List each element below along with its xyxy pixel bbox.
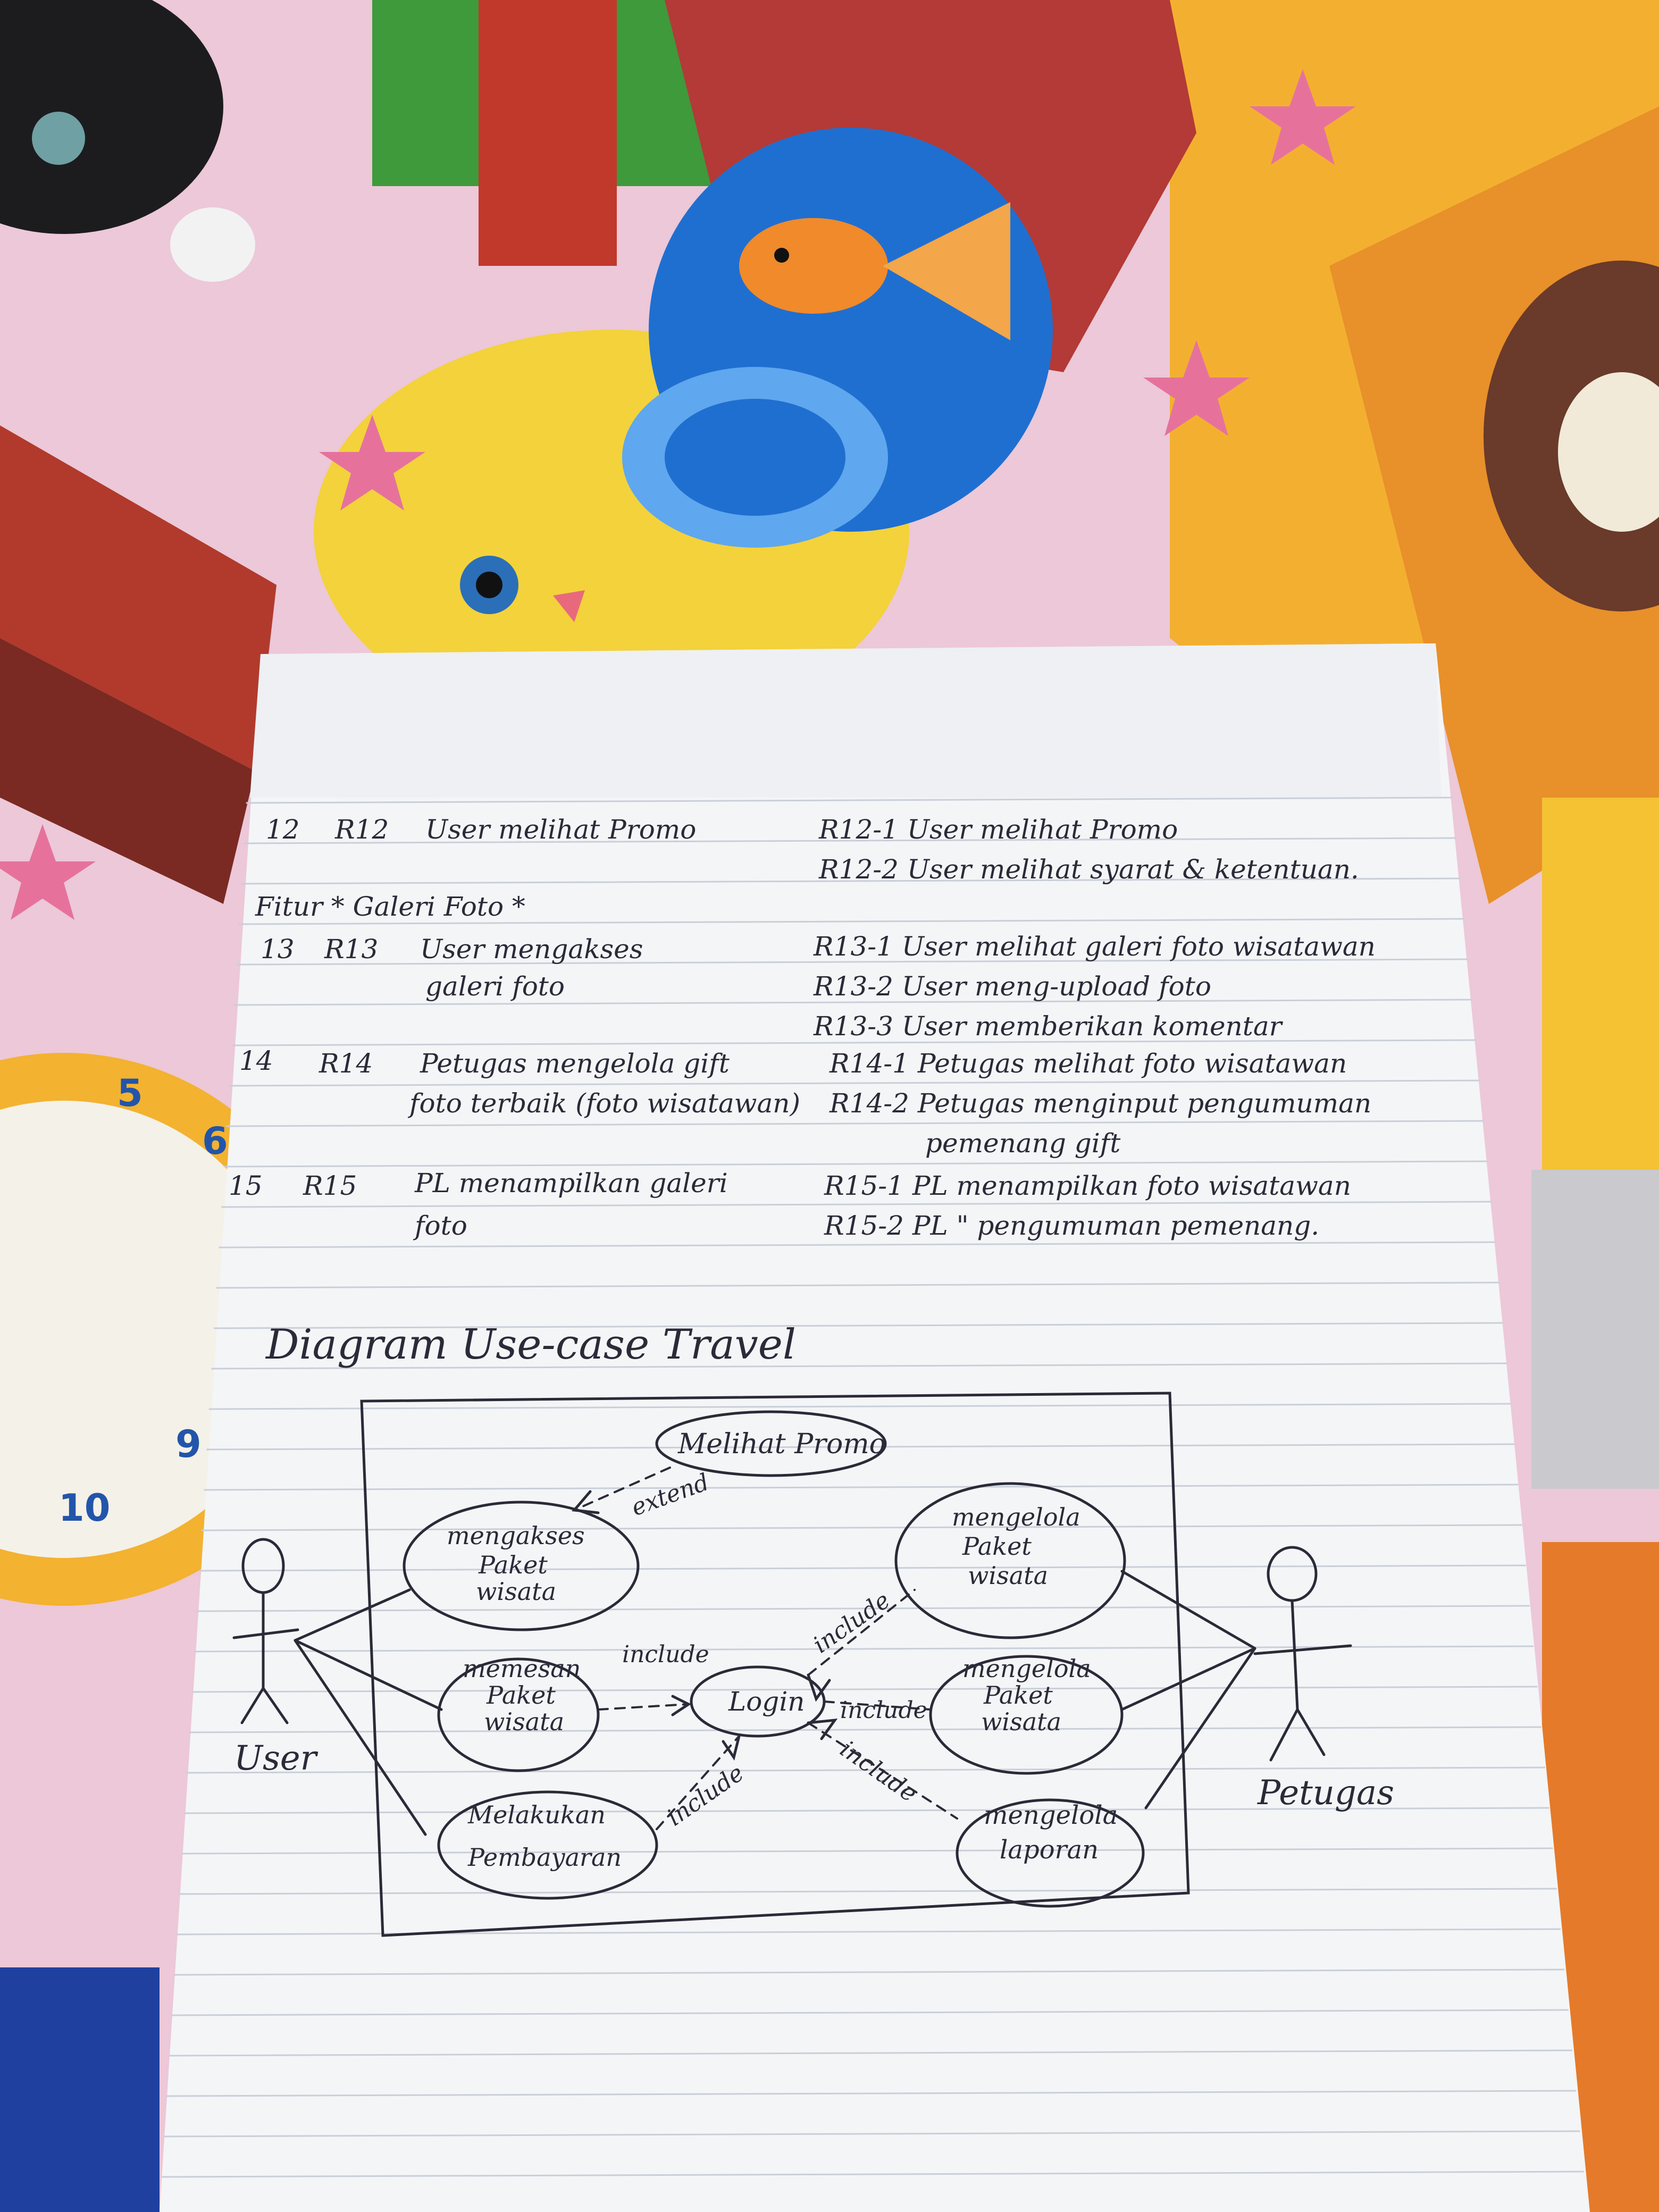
ruled-line [236, 958, 1468, 966]
req-title: foto [415, 1210, 467, 1241]
ruled-line [238, 918, 1464, 925]
req-number: 12 [266, 814, 300, 845]
req-item: R13-3 User memberikan komentar [814, 1011, 1282, 1042]
ruled-line [233, 999, 1472, 1006]
svg-text:6: 6 [202, 1119, 228, 1163]
ruled-line [221, 1201, 1492, 1208]
req-code: R12 [335, 814, 389, 845]
req-item: R13-1 User melihat galeri foto wisatawan [814, 931, 1376, 962]
req-item: R15-2 PL " pengumuman pemenang. [824, 1210, 1320, 1241]
diagram-title: Diagram Use-case Travel [266, 1321, 796, 1369]
uc-label: laporan [1000, 1835, 1099, 1865]
ruled-line [164, 2130, 1580, 2138]
uc-label: memesan [463, 1654, 581, 1683]
ruled-line [244, 837, 1457, 844]
req-code: R13 [324, 934, 379, 965]
uc-label: Melihat Promo [678, 1428, 886, 1460]
uc-label: Paket [487, 1681, 556, 1710]
ruled-line [223, 1160, 1488, 1168]
uc-label: mengelola [952, 1503, 1080, 1531]
req-title: Petugas mengelola gift [420, 1048, 730, 1079]
ruled-line [211, 1362, 1507, 1370]
ruled-line [216, 1281, 1499, 1289]
req-item: R14-1 Petugas melihat foto wisatawan [830, 1048, 1347, 1079]
req-number: 13 [261, 934, 295, 965]
uc-label: Melakukan [468, 1800, 606, 1829]
req-code: R15 [303, 1170, 357, 1201]
req-item: pemenang gift [925, 1128, 1121, 1159]
ruled-line [219, 1241, 1495, 1249]
req-title: galeri foto [425, 971, 565, 1002]
req-item: R13-2 User meng-upload foto [814, 971, 1211, 1002]
uc-label: wisata [981, 1707, 1062, 1736]
ruled-line [169, 2049, 1572, 2057]
uc-label: Pembayaran [468, 1843, 622, 1872]
relation-label-include: include [840, 1697, 927, 1724]
uc-label: Paket [479, 1551, 548, 1579]
req-title: User melihat Promo [425, 814, 697, 845]
uc-label: wisata [476, 1577, 557, 1606]
req-item: R12-1 User melihat Promo [819, 814, 1178, 845]
actor-label-user: User [234, 1739, 317, 1778]
req-item: R14-2 Petugas menginput pengumuman [830, 1088, 1372, 1119]
uc-label: mengelola [984, 1800, 1118, 1830]
svg-text:10: 10 [58, 1486, 110, 1530]
req-title: User mengakses [420, 934, 643, 965]
actor-label-petugas: Petugas [1258, 1773, 1394, 1813]
ruled-line [229, 1079, 1480, 1087]
ruled-line [226, 1120, 1484, 1127]
uc-label: Paket [984, 1681, 1053, 1710]
relation-label-include: include [622, 1641, 709, 1668]
svg-text:5: 5 [117, 1071, 143, 1115]
req-number: 14 [239, 1045, 273, 1076]
uc-label: wisata [484, 1707, 565, 1736]
ruled-line [162, 2171, 1584, 2178]
req-title: foto terbaik (foto wisatawan) [409, 1088, 800, 1119]
section-title: Fitur * Galeri Foto * [255, 891, 525, 922]
ruled-line [214, 1322, 1503, 1329]
ruled-line [166, 2090, 1577, 2097]
req-item: R15-1 PL menampilkan foto wisatawan [824, 1170, 1351, 1201]
ruled-line [246, 797, 1453, 804]
ruled-line [171, 2009, 1569, 2016]
req-number: 15 [229, 1170, 263, 1201]
ruled-line [241, 877, 1461, 885]
uc-label: Login [728, 1686, 805, 1717]
req-item: R12-2 User melihat syarat & ketentuan. [819, 854, 1359, 885]
uc-label: wisata [968, 1561, 1049, 1590]
ruled-line [231, 1039, 1476, 1046]
ruled-line [174, 1968, 1565, 1976]
svg-text:9: 9 [175, 1422, 202, 1466]
uc-label: mengelola [962, 1654, 1091, 1683]
uc-label: mengakses [447, 1521, 585, 1550]
req-title: PL menampilkan galeri [415, 1168, 728, 1199]
uc-label: Paket [962, 1532, 1032, 1561]
req-code: R14 [319, 1048, 373, 1079]
